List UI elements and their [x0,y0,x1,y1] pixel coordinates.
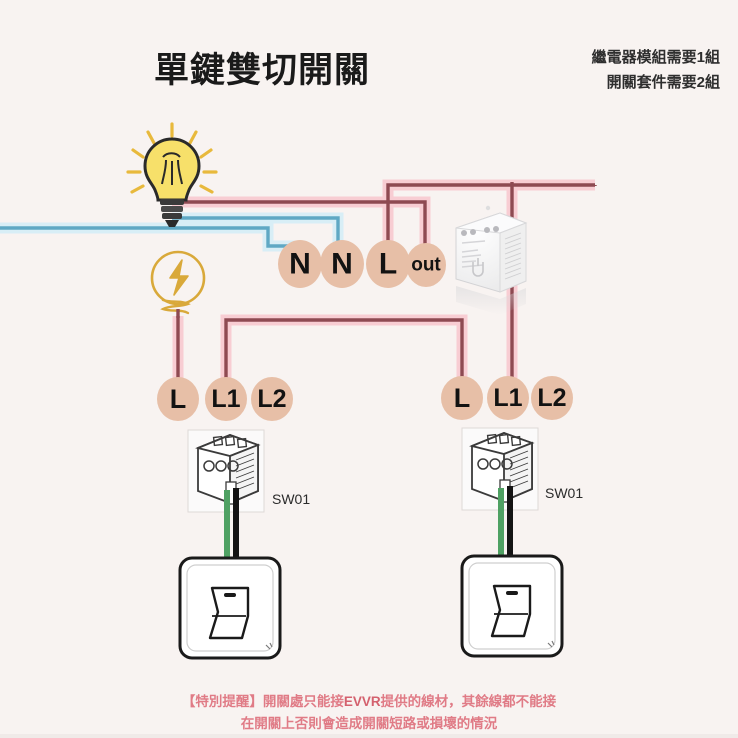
lamp-icon [126,122,218,227]
relay-terminal-n: N [278,240,322,288]
terminal-label: N [331,248,353,281]
lamp-rays [126,122,218,194]
lightning-bolt-icon [169,259,189,296]
terminal-label: out [411,255,441,276]
live-wire-glow-link [220,314,468,380]
note-switch-count: 開關套件需要2組 [606,74,720,91]
power-source-icon [150,250,206,318]
left-switch-terminal-l1: L1 [205,377,247,421]
relay-vent-lines [504,232,522,280]
terminal-circle [278,240,322,288]
terminal-label: L [379,248,397,281]
terminal-label: L2 [257,385,286,413]
footer-warning-line-2: 在開關上否則會造成開關短路或損壞的情況 [240,716,498,731]
right-switch-terminal-l1: L1 [487,376,529,420]
sw01-module-right [461,427,539,560]
terminal-label: N [289,248,311,281]
right-switch-terminal-l: L [441,376,483,420]
terminal-circle [205,377,247,421]
rocker-right[interactable] [490,584,532,638]
terminal-circle [406,243,446,287]
terminal-circle [157,377,199,421]
wall-switch-right [460,554,564,658]
neutral-wire-glow-1 [0,222,306,252]
left-switch-terminal-l2: L2 [251,377,293,421]
terminal-circle [366,240,410,288]
relay-terminal-l: L [366,240,410,288]
sw01-leds-right [477,458,513,470]
relay-terminal-screws [461,226,499,236]
terminal-label: L2 [537,384,566,412]
live-l-to-top-rail [386,183,595,248]
live-left-l1-to-right-l [224,318,464,380]
power-squiggle [160,298,191,315]
relay-terminal-n: N [320,240,364,288]
terminal-circle [487,376,529,420]
relay-module-reflection [456,286,526,315]
lamp-base [160,199,184,227]
terminal-label: L1 [211,385,240,413]
live-bulb-to-out [172,200,427,248]
sw01-top-terminals-left [212,435,248,449]
lamp-filament [161,152,183,185]
sw01-label-left: SW01 [272,491,311,507]
terminal-label: L [170,384,187,414]
footer-warning-prefix: 【特別提醒】開關處只能接 [181,694,344,709]
terminal-circle [320,240,364,288]
sw01-module-left [187,429,265,562]
sw01-label-right: SW01 [545,485,584,501]
terminal-circle [531,376,573,420]
relay-logo-icon [472,262,484,277]
footer-warning-line-1: 【特別提醒】開關處只能接EVVR提供的線材，其餘線都不能接 [0,690,738,710]
note-relay-count: 繼電器模組需要1組 [591,49,720,66]
bottom-divider [0,734,738,738]
wall-switch-left [178,556,282,660]
terminal-circle [251,377,293,421]
sw01-vents-left [235,452,255,491]
terminal-label: L1 [493,384,522,412]
footer-brand-evvr: EVVR [343,694,381,709]
right-switch-terminal-l2: L2 [531,376,573,420]
relay-module-body [455,205,528,293]
page-title: 單鍵雙切開關 [153,51,370,90]
sw01-vents-right [509,450,529,489]
sw01-leds-left [203,460,239,472]
relay-terminal-out: out [406,243,446,287]
relay-module [455,205,528,315]
rocker-left[interactable] [208,586,250,640]
footer-warning-suffix: 提供的線材，其餘線都不能接 [380,694,557,709]
terminal-circle [441,376,483,420]
terminal-label: L [454,383,471,413]
sw01-top-terminals-right [486,433,522,447]
left-switch-terminal-l: L [157,377,199,421]
